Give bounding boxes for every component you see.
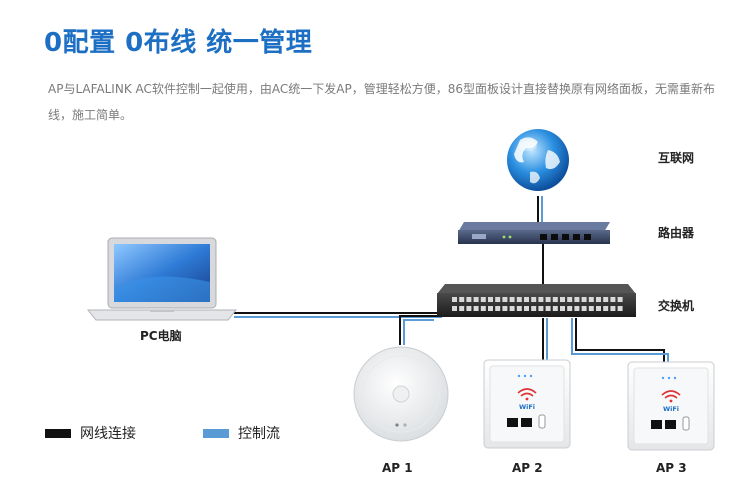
panel-ap-icon: WiFi xyxy=(483,359,571,449)
legend-label-cable: 网线连接 xyxy=(80,425,136,442)
router-icon xyxy=(458,222,610,244)
legend-swatch-control xyxy=(203,429,229,438)
wifi-icon xyxy=(661,390,681,403)
laptop-icon xyxy=(86,237,238,321)
legend-label-control: 控制流 xyxy=(238,426,280,442)
label-internet: 互联网 xyxy=(658,151,694,165)
label-pc: PC电脑 xyxy=(140,328,182,343)
internet-globe-icon xyxy=(507,129,569,191)
label-ap2: AP 2 xyxy=(512,461,543,475)
wifi-badge: WiFi xyxy=(663,405,679,413)
wifi-icon xyxy=(517,388,537,401)
label-router: 路由器 xyxy=(658,225,695,240)
page-title: 0配置 0布线 统一管理 xyxy=(44,28,313,58)
panel-ap-icon: WiFi xyxy=(627,361,715,451)
label-ap1: AP 1 xyxy=(382,461,413,475)
legend: 网线连接 控制流 xyxy=(45,425,280,442)
label-ap3: AP 3 xyxy=(656,461,687,475)
page-description: AP与LAFALINK AC软件控制一起使用，由AC统一下发AP，管理轻松方便，… xyxy=(48,82,715,122)
connections xyxy=(234,196,669,362)
ceiling-ap-icon xyxy=(353,346,449,442)
label-switch: 交换机 xyxy=(658,298,694,313)
wifi-badge: WiFi xyxy=(519,403,535,411)
switch-icon xyxy=(437,284,636,317)
legend-swatch-cable xyxy=(45,429,71,438)
